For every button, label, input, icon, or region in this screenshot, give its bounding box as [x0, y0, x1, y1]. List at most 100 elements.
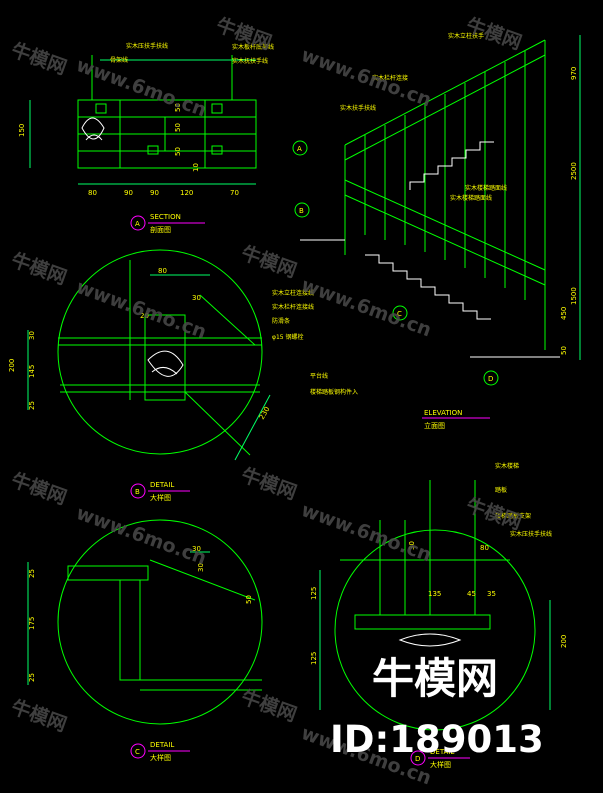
- svg-text:实木立柱连接线: 实木立柱连接线: [272, 289, 314, 297]
- svg-text:DETAIL: DETAIL: [150, 481, 174, 489]
- svg-text:大样图: 大样图: [430, 760, 451, 769]
- detail-c-dims: 30 30 50 25 175 25: [28, 545, 253, 682]
- svg-text:实木楼梯: 实木楼梯: [495, 462, 519, 470]
- svg-text:125: 125: [310, 652, 318, 665]
- section-note: 实木板杆底部线: [232, 43, 274, 51]
- svg-text:D: D: [488, 375, 493, 383]
- svg-text:C: C: [135, 748, 140, 756]
- svg-text:90: 90: [124, 189, 133, 197]
- watermark-logo: 牛模网: [238, 685, 299, 726]
- brand-logo: 牛模网: [372, 654, 498, 703]
- detail-d-title: D DETAIL 大样图: [410, 748, 470, 769]
- svg-text:A: A: [297, 145, 302, 153]
- detail-d-view: [319, 480, 551, 731]
- id-label: ID:189013: [330, 718, 544, 761]
- svg-text:DETAIL: DETAIL: [430, 748, 454, 756]
- elevation-view: [300, 35, 581, 360]
- watermark-site: www.6mo.cn: [73, 276, 209, 343]
- svg-text:实木压扶手扶线: 实木压扶手扶线: [510, 530, 552, 538]
- svg-text:230: 230: [258, 405, 272, 421]
- svg-text:70: 70: [230, 189, 239, 197]
- svg-text:20: 20: [140, 312, 149, 320]
- svg-text:145: 145: [28, 365, 36, 378]
- svg-text:φ15 钢螺栓: φ15 钢螺栓: [272, 333, 304, 341]
- svg-text:200: 200: [8, 359, 16, 372]
- elevation-dims: 970 2500 1500 450 50: [560, 67, 578, 355]
- svg-text:1500: 1500: [570, 287, 578, 305]
- watermark-site: www.6mo.cn: [298, 44, 434, 111]
- svg-text:剖面图: 剖面图: [150, 225, 171, 234]
- svg-text:50: 50: [174, 103, 182, 112]
- svg-text:35: 35: [487, 590, 496, 598]
- svg-text:30: 30: [192, 545, 201, 553]
- detail-b-dims: 80 30 20 30 145 25 200 230: [8, 267, 271, 421]
- svg-text:90: 90: [150, 189, 159, 197]
- section-note: 骨架线: [110, 56, 128, 64]
- svg-text:D: D: [415, 755, 420, 763]
- svg-text:30: 30: [408, 541, 416, 550]
- watermark-logo: 牛模网: [238, 463, 299, 504]
- section-note: 实木抚扶手线: [232, 57, 268, 65]
- watermark-logo: 牛模网: [463, 493, 524, 534]
- svg-text:C: C: [397, 310, 402, 318]
- svg-text:30: 30: [197, 563, 205, 572]
- detail-d-notes: 实木楼梯 踏板 楼梯踏板支架 实木压扶手扶线: [495, 462, 552, 538]
- svg-text:25: 25: [28, 569, 36, 578]
- svg-text:实木立柱扶手: 实木立柱扶手: [448, 32, 484, 40]
- svg-text:大样图: 大样图: [150, 753, 171, 762]
- svg-text:实木楼梯踏面线: 实木楼梯踏面线: [465, 184, 507, 192]
- svg-text:2500: 2500: [570, 162, 578, 180]
- svg-text:150: 150: [18, 124, 26, 137]
- svg-text:DETAIL: DETAIL: [150, 741, 174, 749]
- watermark-site: www.6mo.cn: [73, 502, 209, 569]
- detail-b-notes: 实木立柱连接线 实木栏杆连接线 防滑条 φ15 钢螺栓 平台线 楼梯踏板钢构件入: [272, 289, 358, 396]
- svg-text:175: 175: [28, 617, 36, 630]
- svg-text:50: 50: [174, 123, 182, 132]
- svg-text:实木栏杆连接: 实木栏杆连接: [372, 74, 408, 82]
- section-title: A SECTION 剖面图: [130, 213, 205, 234]
- detail-b-title: B DETAIL 大样图: [130, 481, 190, 502]
- svg-text:立面图: 立面图: [424, 421, 445, 430]
- svg-text:50: 50: [174, 147, 182, 156]
- watermark-logo: 牛模网: [8, 468, 69, 509]
- detail-d-dims: 80 30 135 45 35 125 125 200: [310, 541, 568, 665]
- detail-c-view: [27, 519, 263, 725]
- svg-text:防滑条: 防滑条: [272, 317, 290, 325]
- svg-text:实木扶手扶线: 实木扶手扶线: [340, 104, 376, 112]
- svg-text:25: 25: [28, 673, 36, 682]
- watermark-logo: 牛模网: [8, 695, 69, 736]
- svg-text:120: 120: [180, 189, 193, 197]
- detail-c-title: C DETAIL 大样图: [130, 741, 190, 762]
- svg-text:970: 970: [570, 67, 578, 80]
- elevation-markers: A B C D: [292, 140, 499, 386]
- section-notes: 实木压扶手扶线 骨架线 实木板杆底部线 实木抚扶手线: [110, 42, 274, 65]
- svg-text:50: 50: [245, 595, 253, 604]
- svg-text:实木楼梯踏面线: 实木楼梯踏面线: [450, 194, 492, 202]
- watermark-site: www.6mo.cn: [73, 54, 209, 121]
- svg-text:450: 450: [560, 307, 568, 320]
- watermark-logo: 牛模网: [463, 13, 524, 54]
- elevation-notes: 实木立柱扶手 实木栏杆连接 实木扶手扶线 实木楼梯踏面线 实木楼梯踏面线: [340, 32, 507, 202]
- svg-text:80: 80: [480, 544, 489, 552]
- svg-text:ELEVATION: ELEVATION: [424, 409, 462, 417]
- svg-text:B: B: [299, 207, 304, 215]
- svg-text:实木栏杆连接线: 实木栏杆连接线: [272, 303, 314, 311]
- svg-text:135: 135: [428, 590, 441, 598]
- svg-text:25: 25: [28, 401, 36, 410]
- svg-text:A: A: [135, 220, 140, 228]
- elevation-title: ELEVATION 立面图: [422, 409, 490, 430]
- watermark-logo: 牛模网: [238, 241, 299, 282]
- section-dims: 150 80 90 90 120 70 50 50 50 10: [18, 103, 239, 197]
- watermark-logo: 牛模网: [8, 248, 69, 289]
- svg-text:80: 80: [158, 267, 167, 275]
- svg-text:30: 30: [28, 331, 36, 340]
- detail-b-view: [27, 249, 271, 461]
- watermark-logo: 牛模网: [8, 38, 69, 79]
- brand-overlay: 牛模网 ID:189013: [330, 654, 544, 761]
- svg-text:200: 200: [560, 635, 568, 648]
- svg-text:楼梯踏板支架: 楼梯踏板支架: [495, 512, 531, 520]
- watermark-site: www.6mo.cn: [298, 274, 434, 341]
- svg-text:踏板: 踏板: [495, 486, 507, 494]
- svg-text:30: 30: [192, 294, 201, 302]
